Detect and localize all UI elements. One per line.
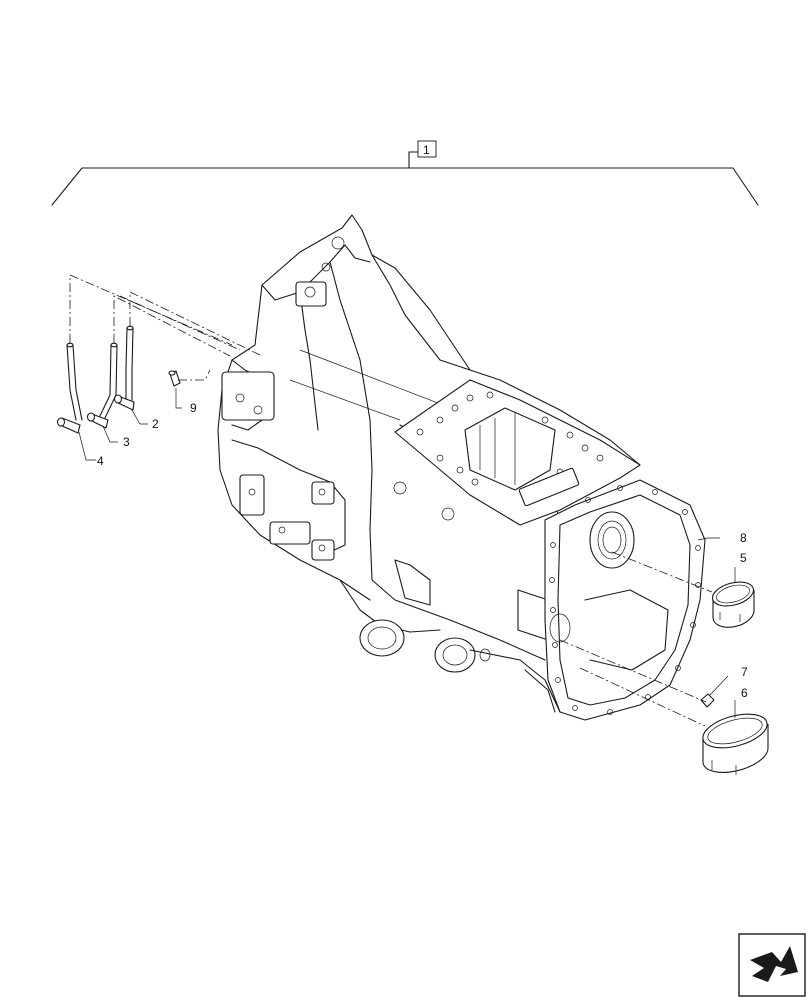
callout-label-9: 9: [190, 401, 197, 415]
callout-label-6: 6: [741, 686, 748, 700]
assembly-lines: [69, 274, 713, 727]
leader-lines: [78, 388, 736, 718]
callout-label-7: 7: [741, 665, 748, 679]
assembly-bracket: [51, 151, 759, 206]
rod-part-2: [113, 325, 135, 411]
bushing-part-5: [711, 581, 755, 628]
rod-part-4: [56, 342, 83, 434]
transmission-housing: [217, 214, 706, 721]
callout-1: 1: [417, 140, 437, 158]
bushing-part-6: [702, 713, 769, 775]
callout-label-8: 8: [740, 531, 747, 545]
callout-label-5: 5: [740, 551, 747, 565]
callout-label-4: 4: [97, 454, 104, 468]
callout-label-2: 2: [152, 417, 159, 431]
pin-part-9: [168, 370, 181, 387]
callout-label-1: 1: [423, 143, 430, 157]
plug-part-7: [700, 693, 715, 708]
next-page-arrow-icon[interactable]: [738, 933, 806, 997]
callout-label-3: 3: [123, 435, 130, 449]
rod-part-3: [86, 342, 118, 429]
